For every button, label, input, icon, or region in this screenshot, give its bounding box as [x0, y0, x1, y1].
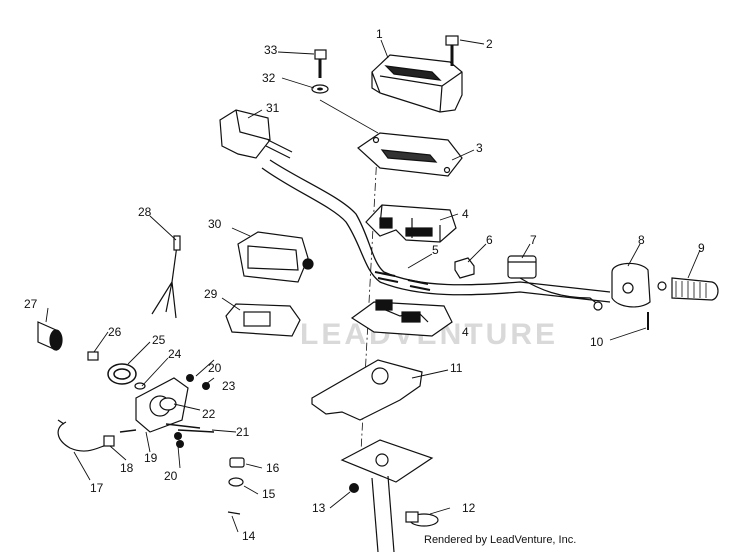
callout-19: 19: [144, 451, 158, 465]
part-32-washer: [311, 84, 329, 94]
part-27-sleeve: [37, 321, 63, 351]
part-12-hose-clamp: [405, 511, 439, 527]
callout-5: 5: [432, 243, 439, 257]
callout-15: 15: [262, 487, 276, 501]
callout-14: 14: [242, 529, 256, 543]
part-18-fitting: [103, 435, 115, 447]
callout-26: 26: [108, 325, 122, 339]
callout-25: 25: [152, 333, 166, 347]
callout-4-lower: 4: [462, 325, 469, 339]
part-21-screws: [119, 423, 215, 433]
callout-23: 23: [222, 379, 236, 393]
callout-4-upper: 4: [462, 207, 469, 221]
callout-10: 10: [590, 335, 604, 349]
callout-31: 31: [266, 101, 280, 115]
callout-8: 8: [638, 233, 645, 247]
callout-3: 3: [476, 141, 483, 155]
part-7-switch-housing: [507, 255, 603, 311]
callout-21: 21: [236, 425, 250, 439]
callout-30: 30: [208, 217, 222, 231]
footer-credit: Rendered by LeadVenture, Inc.: [424, 534, 577, 546]
callout-9: 9: [698, 241, 705, 255]
part-5-handlebar: [261, 159, 611, 303]
callout-20-lower: 20: [164, 469, 178, 483]
part-23-nut: [202, 382, 210, 390]
callout-20-upper: 20: [208, 361, 222, 375]
callout-22: 22: [202, 407, 216, 421]
part-25-bezel: [107, 363, 137, 385]
part-17-cable: [57, 419, 111, 452]
part-11-bracket: [311, 359, 423, 421]
part-2-bolt: [445, 35, 459, 66]
callout-labels: 1 2 3 4 4 5 6 7 8 9 10 11 12 13 14 15 16…: [24, 27, 705, 543]
part-13-nut: [349, 483, 359, 493]
leader-lines: [45, 39, 701, 533]
callout-13: 13: [312, 501, 326, 515]
part-16-pin: [229, 457, 245, 468]
part-22-ring: [159, 397, 177, 411]
callout-16: 16: [266, 461, 280, 475]
steering-post-plate: [340, 439, 434, 553]
callout-2: 2: [486, 37, 493, 51]
part-24-gasket: [134, 382, 146, 390]
part-14-cotter-pin: [227, 511, 241, 515]
callout-24: 24: [168, 347, 182, 361]
part-6-block: [454, 257, 475, 279]
callout-27: 27: [24, 297, 38, 311]
part-8-throttle-housing: [611, 262, 667, 308]
part-26-screw: [87, 351, 99, 361]
part-28-sensor-wire: [151, 235, 181, 319]
part-4-lower-clamp: [350, 299, 453, 337]
callout-18: 18: [120, 461, 134, 475]
part-29-gauge-base: [225, 303, 301, 337]
callout-33: 33: [264, 43, 278, 57]
callout-29: 29: [204, 287, 218, 301]
part-15-washer: [228, 477, 244, 487]
callout-6: 6: [486, 233, 493, 247]
leader-bolt-axis: [319, 99, 379, 134]
part-4-upper-clamp: [365, 204, 457, 243]
callout-1: 1: [376, 27, 383, 41]
part-20-fasteners: [174, 374, 194, 448]
part-3-mount-plate: [357, 132, 463, 177]
callout-7: 7: [530, 233, 537, 247]
callout-32: 32: [262, 71, 276, 85]
part-31-control-pod: [219, 109, 293, 159]
part-33-bolt: [314, 49, 327, 78]
callout-12: 12: [462, 501, 476, 515]
callout-28: 28: [138, 205, 152, 219]
callout-11: 11: [450, 361, 463, 375]
part-9-grip: [671, 277, 719, 301]
callout-17: 17: [90, 481, 104, 495]
part-1-cover-pad: [371, 54, 463, 113]
part-30-gauge-housing: [237, 231, 314, 283]
